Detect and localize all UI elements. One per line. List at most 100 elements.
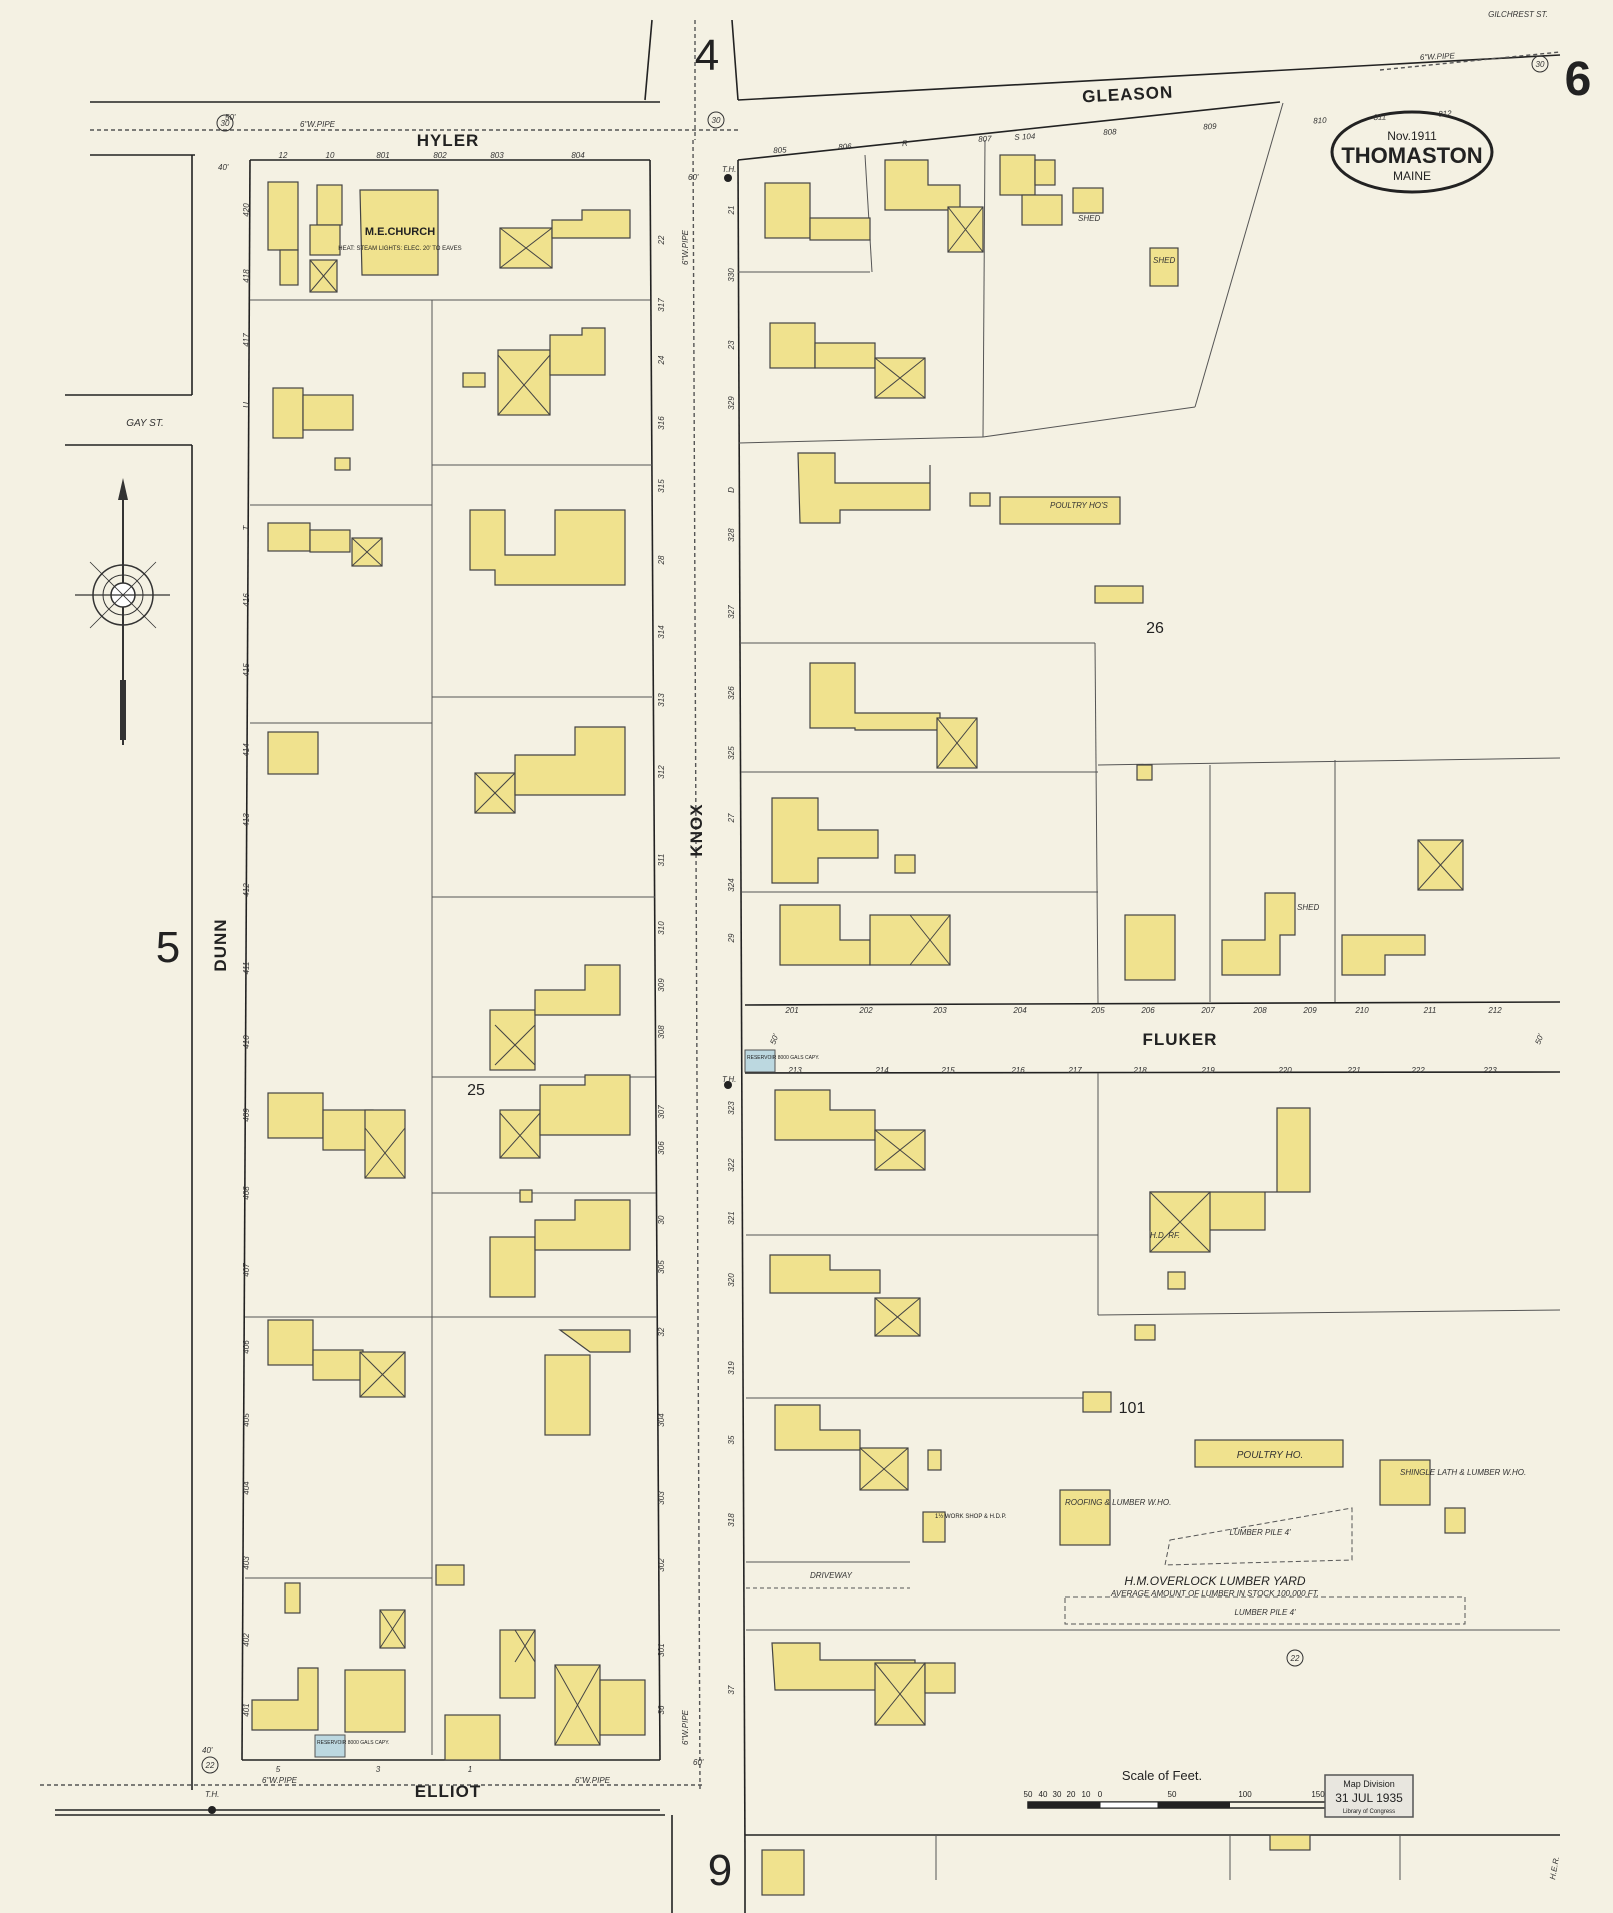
house-number-knox-east: 324	[727, 878, 736, 892]
house-number-hyler: 801	[376, 151, 389, 160]
house-number-gleason: R	[902, 139, 908, 148]
hydrant-number-2: 30	[712, 116, 721, 125]
block-number-25: 25	[467, 1082, 485, 1099]
house-number-elliot: 5	[276, 1765, 281, 1774]
hydrant-number-3: 30	[1536, 60, 1545, 69]
town-hydrant-southwest: T.H.	[205, 1790, 219, 1799]
house-number-gleason: 809	[1203, 122, 1217, 132]
water-pipes	[40, 20, 1561, 1791]
hydrant-circles	[201, 55, 1549, 1774]
house-number-dunn: 407	[242, 1263, 251, 1277]
house-number-gleason: 810	[1313, 116, 1327, 126]
house-number-dunn: 401	[242, 1703, 251, 1716]
house-number-knox-west: 304	[657, 1413, 666, 1427]
driveway-label: DRIVEWAY	[810, 1571, 853, 1580]
house-number-fluker-north: 204	[1012, 1006, 1027, 1015]
house-number-gleason: 811	[1373, 112, 1386, 122]
house-number-fluker-north: 210	[1354, 1006, 1369, 1015]
house-number-knox-east: 21	[727, 206, 736, 216]
house-number-fluker-north: 203	[932, 1006, 947, 1015]
state-name: MAINE	[1393, 169, 1431, 183]
street-knox: KNOX	[687, 803, 706, 856]
house-number-knox-west: 317	[657, 298, 666, 312]
pipe-label-hyler: 6"W.PIPE	[300, 120, 336, 129]
library-stamp	[1324, 1774, 1414, 1818]
house-number-fluker-north: 212	[1487, 1006, 1502, 1015]
scale-tick-label: 100	[1238, 1790, 1252, 1799]
width-knox: 60'	[688, 173, 699, 182]
roofing-label: ROOFING & LUMBER W.HO.	[1065, 1498, 1171, 1507]
house-number-fluker-south: 215	[940, 1066, 955, 1075]
poultry-bottom-label: POULTRY HO.	[1237, 1450, 1304, 1461]
house-number-fluker-north: 206	[1140, 1006, 1155, 1015]
house-number-hyler: 804	[571, 151, 585, 160]
house-number-dunn: 403	[242, 1556, 251, 1570]
house-number-dunn: 412	[242, 883, 251, 897]
house-number-fluker-south: 216	[1010, 1066, 1025, 1075]
scale-tick-label: 0	[1098, 1790, 1103, 1799]
house-number-dunn: 417	[242, 333, 251, 347]
house-number-knox-east: 321	[727, 1211, 736, 1224]
shingle-label: SHINGLE LATH & LUMBER W.HO.	[1400, 1468, 1526, 1477]
scale-title: Scale of Feet.	[1122, 1768, 1202, 1783]
house-number-knox-east: 27	[727, 813, 736, 823]
scale-tick-label: 20	[1067, 1790, 1076, 1799]
hydrant-number-4: 22	[205, 1761, 215, 1770]
house-number-knox-west: 301	[657, 1643, 666, 1656]
house-number-fluker-south: 213	[787, 1066, 802, 1075]
street-gleason: GLEASON	[1082, 83, 1174, 107]
scale-tick-label: 50	[1168, 1790, 1177, 1799]
house-number-dunn: 409	[242, 1108, 251, 1122]
house-number-knox-east: 326	[727, 686, 736, 700]
house-number-knox-east: 322	[727, 1158, 736, 1172]
reservoir-south-label: RESERVOIR 8000 GALS CAPY.	[317, 1740, 389, 1746]
house-number-fluker-north: 208	[1252, 1006, 1267, 1015]
house-number-knox-east: 320	[727, 1273, 736, 1287]
house-number-fluker-south: 219	[1200, 1066, 1215, 1075]
adjacent-sheet-south: 9	[708, 1846, 732, 1895]
pipe-label-elliot-west: 6"W.PIPE	[262, 1776, 298, 1785]
town-hydrant-north: T.H.	[722, 165, 736, 174]
house-number-hyler: 802	[433, 151, 447, 160]
house-number-knox-east: 327	[727, 605, 736, 619]
lumber-pile-label-1: LUMBER PILE 4'	[1229, 1528, 1291, 1537]
house-number-dunn: 402	[242, 1633, 251, 1647]
house-number-dunn: 420	[242, 203, 251, 217]
lot-lines	[245, 102, 1561, 1880]
sheet-date: Nov.1911	[1387, 129, 1437, 143]
street-fluker: FLUKER	[1143, 1030, 1218, 1049]
house-number-dunn: 406	[242, 1340, 251, 1354]
hydrant-dot-north	[724, 174, 732, 182]
house-number-dunn: 404	[242, 1481, 251, 1495]
scale-tick-label: 10	[1082, 1790, 1091, 1799]
hydrant-dot-fluker	[724, 1081, 732, 1089]
house-number-fluker-south: 221	[1346, 1066, 1360, 1075]
house-number-fluker-north: 207	[1200, 1006, 1215, 1015]
house-number-fluker-north: 201	[784, 1006, 798, 1015]
block-number-26: 26	[1146, 620, 1164, 637]
house-number-dunn: 415	[242, 663, 251, 677]
width-dunn: 40'	[218, 163, 229, 172]
house-number-dunn: U	[242, 402, 251, 408]
reservoir-north-label: RESERVOIR 8000 GALS CAPY.	[747, 1055, 819, 1061]
street-hyler: HYLER	[417, 131, 480, 150]
hydrant-dot-southwest	[208, 1806, 216, 1814]
house-number-gleason: 805	[773, 145, 787, 155]
house-number-knox-west: 313	[657, 693, 666, 707]
pipe-label-elliot-east: 6"W.PIPE	[575, 1776, 611, 1785]
town-hydrant-fluker: T.H.	[722, 1075, 736, 1084]
lumber-yard-label: H.M.OVERLOCK LUMBER YARD	[1124, 1574, 1305, 1588]
house-number-knox-east: 329	[727, 396, 736, 410]
street-gay: GAY ST.	[126, 418, 164, 429]
house-number-dunn: 410	[242, 1035, 251, 1049]
shed-label-2: SHED	[1153, 256, 1175, 265]
house-number-gleason: 806	[838, 142, 852, 152]
house-number-fluker-south: 214	[874, 1066, 889, 1075]
lumber-pile-outline-2	[1064, 1596, 1466, 1625]
house-number-knox-west: 314	[657, 625, 666, 639]
scale-tick-label: 150	[1311, 1790, 1325, 1799]
block-number-101: 101	[1119, 1400, 1146, 1417]
house-number-knox-east: 328	[727, 528, 736, 542]
house-number-dunn: 408	[242, 1186, 251, 1200]
